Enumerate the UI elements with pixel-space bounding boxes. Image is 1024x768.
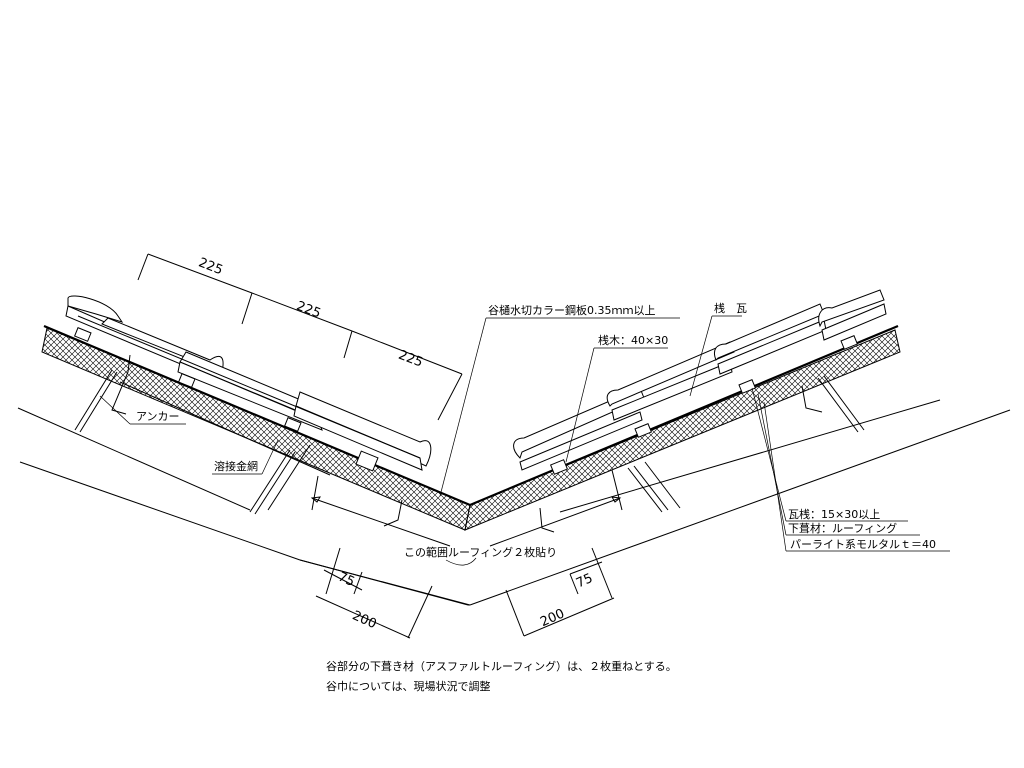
valley-base-left: [299, 559, 471, 606]
anchor-left-1: [111, 354, 131, 415]
left-board-line: [17, 407, 251, 511]
right-roof-slope: [464, 289, 1011, 606]
dim-225-a: 225: [196, 255, 225, 278]
batten-label: 桟木：40×30: [598, 333, 668, 347]
callouts: 谷樋水切カラー鋼板0.35ｍｍ以上 桟 瓦 桟木：40×30 アンカー 溶接金網…: [99, 301, 950, 552]
left-tiles: [65, 295, 432, 471]
note-line-1: 谷部分の下葺き材（アスファルトルーフィング）は、２枚重ねとする。: [326, 659, 677, 673]
right-board-line: [559, 399, 941, 513]
drawing-notes: 谷部分の下葺き材（アスファルトルーフィング）は、２枚重ねとする。 谷巾については…: [326, 659, 677, 693]
roofing-range-dimension: この範囲ルーフィング２枚貼り: [310, 469, 623, 566]
dim-left-75: 75: [336, 570, 357, 590]
mortar-label: パーライト系モルタルｔ＝40: [790, 538, 936, 551]
anchor-label: アンカー: [136, 410, 180, 423]
bottom-right-dimensions: 75 200: [505, 547, 615, 637]
underlay-label: 下葺材：ルーフィング: [788, 521, 897, 535]
right-rafter-line: [469, 409, 1011, 606]
anchor-right-2: [801, 385, 823, 413]
tile-batten-spec-label: 瓦桟：15×30以上: [788, 507, 880, 521]
note-line-2: 谷巾については、現場状況で調整: [326, 679, 490, 693]
anchor-left-2: [383, 499, 403, 527]
tile-label: 桟 瓦: [714, 301, 747, 315]
left-roof-slope: [17, 295, 471, 606]
valley-gutter-label: 谷樋水切カラー鋼板0.35ｍｍ以上: [488, 303, 656, 317]
dim-right-200: 200: [538, 606, 567, 630]
welded-mesh-label: 溶接金網: [214, 459, 258, 473]
bottom-left-dimensions: 75 200: [315, 547, 433, 639]
dim-225-c: 225: [396, 348, 425, 371]
dim-left-200: 200: [350, 608, 379, 632]
right-mortar-layer: [464, 329, 901, 531]
roofing-range-label: この範囲ルーフィング２枚貼り: [404, 545, 557, 559]
dim-right-75: 75: [574, 571, 595, 591]
dim-225-b: 225: [294, 299, 323, 322]
anchor-right-1: [539, 507, 555, 533]
left-rafter-line: [19, 461, 301, 561]
right-tiles: [513, 289, 887, 471]
